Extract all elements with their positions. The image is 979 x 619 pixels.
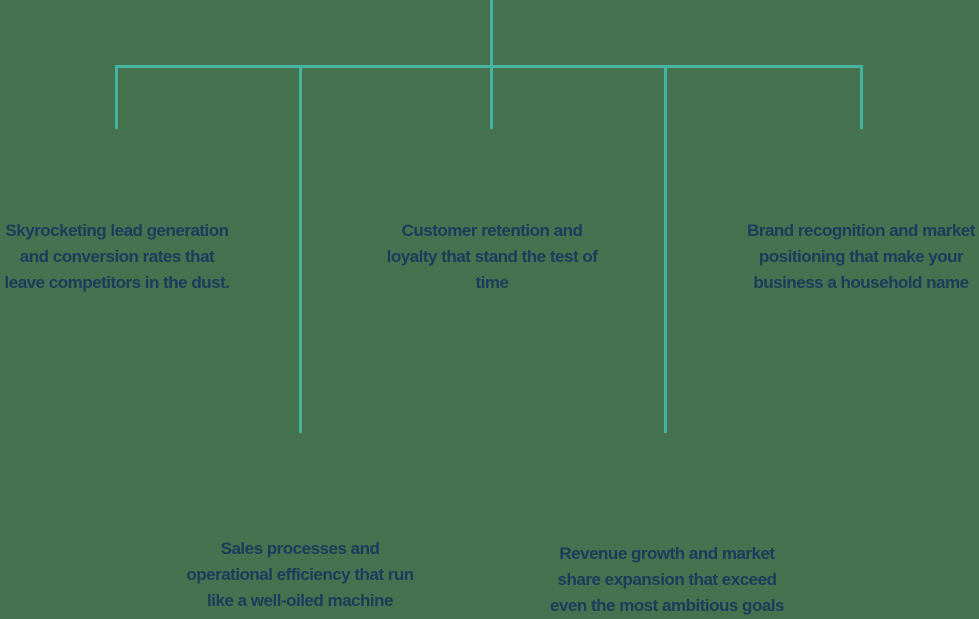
connector-horizontal-bar bbox=[115, 65, 863, 68]
connector-top-stem bbox=[490, 0, 493, 129]
connector-branch-right bbox=[860, 65, 863, 129]
connector-branch-left bbox=[115, 65, 118, 129]
connector-branch-mid-right-long bbox=[664, 65, 667, 433]
connector-branch-mid-left-long bbox=[299, 65, 302, 433]
